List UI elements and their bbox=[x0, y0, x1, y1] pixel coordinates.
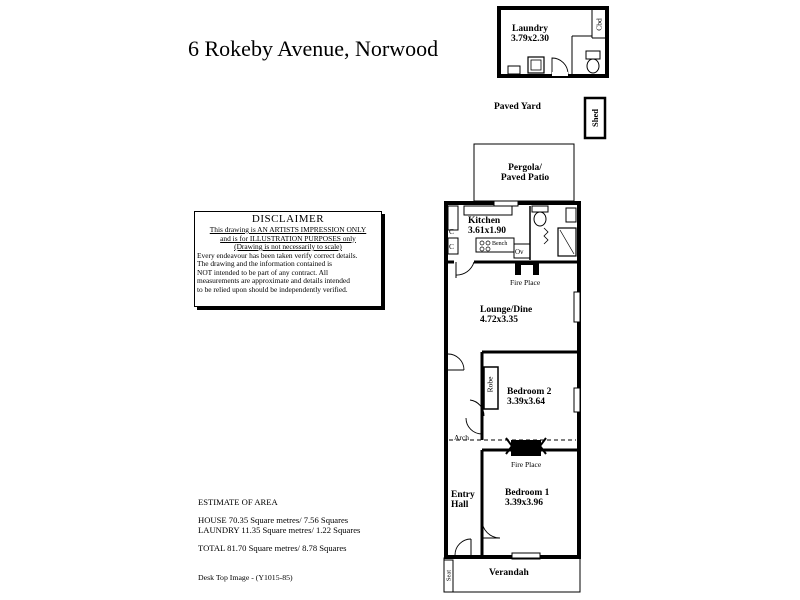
fire-place-label: Fire Place bbox=[511, 460, 542, 469]
paved-yard-label: Paved Yard bbox=[494, 102, 541, 112]
arch-label: Arch bbox=[454, 433, 469, 442]
room-dims: 4.72x3.35 bbox=[480, 315, 518, 325]
verandah bbox=[443, 557, 581, 593]
room-dims: 3.39x3.64 bbox=[507, 397, 545, 407]
kitchen-label: Kitchen 3.61x1.90 bbox=[468, 216, 506, 236]
estimate-heading: ESTIMATE OF AREA bbox=[198, 497, 278, 507]
cbd-label: Cbd bbox=[594, 18, 604, 31]
pergola-line: Pergola/ bbox=[508, 163, 542, 173]
pergola-label: Pergola/ Paved Patio bbox=[496, 163, 554, 183]
room-name: Kitchen bbox=[468, 216, 501, 226]
room-dims: 3.79x2.30 bbox=[511, 34, 549, 44]
shed-label: Shed bbox=[590, 109, 600, 127]
kitchen-fittings bbox=[447, 205, 577, 260]
page-title: 6 Rokeby Avenue, Norwood bbox=[188, 36, 439, 61]
entry-line: Hall bbox=[451, 500, 469, 510]
robe-label: Robe bbox=[485, 376, 495, 393]
verandah-label: Verandah bbox=[489, 568, 529, 578]
lounge-label: Lounge/Dine 4.72x3.35 bbox=[480, 305, 532, 325]
disclaimer-line: NOT intended to be part of any contract.… bbox=[197, 267, 329, 277]
cupboard-label: C bbox=[449, 242, 455, 251]
bedroom-1-label: Bedroom 1 3.39x3.96 bbox=[505, 488, 549, 508]
laundry-building bbox=[497, 6, 609, 78]
oven-label: Ov bbox=[515, 248, 524, 256]
disclaimer-box: DISCLAIMER This drawing is AN ARTISTS IM… bbox=[194, 211, 382, 307]
disclaimer-line: (Drawing is not necessarily to scale) bbox=[234, 242, 342, 251]
room-name: Laundry bbox=[512, 24, 548, 34]
laundry-label: Laundry 3.79x2.30 bbox=[511, 24, 549, 44]
room-name: Bedroom 1 bbox=[505, 488, 550, 498]
bench-label: Bench bbox=[492, 241, 508, 247]
house bbox=[444, 200, 581, 560]
disclaimer-line: Every endeavour has been taken verify co… bbox=[197, 250, 358, 260]
fire-place-label: Fire Place bbox=[510, 278, 541, 287]
estimate-total: TOTAL 81.70 Square metres/ 8.78 Squares bbox=[198, 542, 347, 553]
estimate-laundry: LAUNDRY 11.35 Square metres/ 1.22 Square… bbox=[198, 525, 361, 535]
disclaimer-line: and is for ILLUSTRATION PURPOSES only bbox=[220, 233, 356, 243]
room-dims: 3.39x3.96 bbox=[505, 498, 543, 508]
disclaimer-heading: DISCLAIMER bbox=[251, 213, 325, 225]
shed bbox=[583, 96, 607, 140]
area-estimate: ESTIMATE OF AREA HOUSE 70.35 Square metr… bbox=[198, 497, 360, 553]
entry-hall-label: Entry Hall bbox=[451, 490, 475, 510]
disclaimer-line: measurements are approximate and details… bbox=[197, 276, 350, 285]
estimate-house: HOUSE 70.35 Square metres/ 7.56 Squares bbox=[198, 514, 349, 525]
bedroom-2-label: Bedroom 2 3.39x3.64 bbox=[507, 387, 551, 407]
room-dims: 3.61x1.90 bbox=[468, 226, 506, 236]
entry-line: Entry bbox=[451, 490, 475, 500]
seat-label: Seat bbox=[445, 569, 453, 582]
footnote: Desk Top Image - (Y1015-85) bbox=[198, 573, 293, 582]
disclaimer-line: This drawing is AN ARTISTS IMPRESSION ON… bbox=[209, 225, 367, 234]
room-name: Bedroom 2 bbox=[507, 387, 552, 397]
room-name: Lounge/Dine bbox=[480, 305, 533, 315]
pergola-line: Paved Patio bbox=[500, 173, 550, 183]
disclaimer-line: The drawing and the information containe… bbox=[197, 259, 333, 268]
disclaimer-line: to be relied upon should be independentl… bbox=[197, 284, 348, 294]
cupboard-label: C bbox=[449, 227, 455, 236]
